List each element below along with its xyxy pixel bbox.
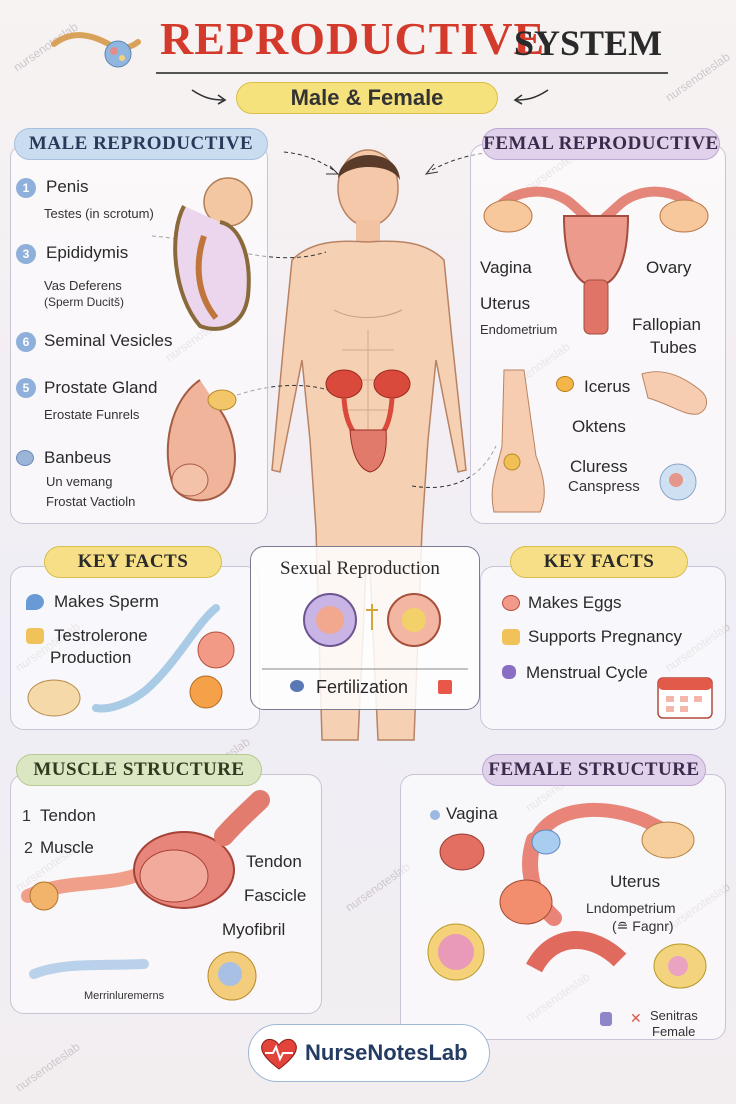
label-uterus: Uterus <box>480 294 531 313</box>
label-sperm-duct: (Sperm Ducitš) <box>44 295 125 309</box>
connector-arrow <box>151 235 327 259</box>
key-facts-male-header: KEY FACTS <box>44 546 222 578</box>
egg-cells-illustration <box>303 593 441 647</box>
label-tubes: Tubes <box>650 338 697 357</box>
label-epididymis: Epididymis <box>46 243 129 262</box>
muscle-caption: Merrinluremerns <box>84 990 165 1002</box>
title-decoration <box>51 32 141 68</box>
fertilization-label: Fertilization <box>316 677 409 697</box>
uterus-illustration <box>483 186 709 335</box>
page-subtitle: Male & Female <box>236 82 498 114</box>
sexual-reproduction-title: Sexual Reproduction <box>280 558 440 579</box>
label-muscle: Muscle <box>40 838 94 857</box>
pill-icon <box>502 665 516 679</box>
female-reproductive-header: FEMAL REPRODUCTIVE <box>482 128 720 160</box>
connector-arrow <box>283 151 340 175</box>
dot-icon <box>430 810 440 820</box>
arrow-icon <box>513 89 549 105</box>
key-facts-female-header: KEY FACTS <box>510 546 688 578</box>
number-2: 2 <box>24 840 33 857</box>
label-canspress: Canspress <box>568 478 640 495</box>
label-myofibril: Myofibril <box>222 920 286 939</box>
sperm-icon <box>26 594 44 610</box>
female-structure-illustration <box>427 802 707 989</box>
label-senitras: Senitras <box>650 1008 698 1023</box>
male-reproductive-header: MALE REPRODUCTIVE <box>14 128 268 160</box>
label-seminal-vesicles: Seminal Vesicles <box>44 331 173 350</box>
step-number: 5 <box>16 378 36 398</box>
step-number: 3 <box>16 244 36 264</box>
label-endometrium: Lndompetrium <box>586 900 676 916</box>
hand-illustration <box>641 371 707 415</box>
brand-logo: NurseNotesLab <box>248 1024 490 1082</box>
fact-makes-eggs: Makes Eggs <box>528 593 622 612</box>
heart-icon <box>261 1038 297 1070</box>
label-cluress: Cluress <box>570 457 628 476</box>
sperm-duct-illustration <box>27 604 235 717</box>
arrow-icon <box>191 89 227 105</box>
label-penis: Penis <box>46 177 89 196</box>
label-vagina: Vagina <box>480 258 532 277</box>
label-banbeus-sub2: Frostat Vactioln <box>46 494 136 509</box>
close-icon: ✕ <box>630 1010 642 1026</box>
page-title-rest: SYSTEM <box>514 23 663 63</box>
label-female: Female <box>652 1024 696 1039</box>
number-1: 1 <box>22 808 31 825</box>
sun-icon <box>556 376 574 392</box>
brand-logo-text: NurseNotesLab <box>305 1040 468 1065</box>
book-icon <box>438 680 452 694</box>
label-prostate-gland: Prostate Gland <box>44 378 158 397</box>
title-rule <box>156 72 668 74</box>
label-tendon-1: Tendon <box>40 806 96 825</box>
label-ovary: Ovary <box>646 258 692 277</box>
watermark: nursenoteslab <box>662 49 733 105</box>
leg-illustration <box>491 369 545 513</box>
connector-arrow <box>424 151 497 175</box>
label-testes: Testes (in scrotum) <box>44 206 154 221</box>
sperm-icon <box>290 680 304 692</box>
hormone-icon <box>502 629 520 645</box>
calendar-icon <box>657 677 713 719</box>
connector-arrow <box>411 445 497 488</box>
step-number: 6 <box>16 332 36 352</box>
fact-menstrual-cycle: Menstrual Cycle <box>526 663 648 682</box>
label-banbeus: Banbeus <box>44 448 112 467</box>
label-prostate-funnels: Erostate Funrels <box>44 407 140 422</box>
fact-supports-pregnancy: Supports Pregnancy <box>528 627 683 646</box>
hormone-icon <box>26 628 44 644</box>
cell-icon <box>659 463 697 501</box>
fact-production: Production <box>50 648 132 667</box>
label-fallopian: Fallopian <box>632 315 701 334</box>
label-icerus: Icerus <box>584 377 631 396</box>
label-uterus: Uterus <box>610 872 661 891</box>
label-tendon-2: Tendon <box>246 852 302 871</box>
muscle-illustration <box>21 790 270 1001</box>
label-vagina: Vagina <box>446 804 498 823</box>
male-organ-illustration <box>173 177 253 331</box>
female-structure-header: FEMALE STRUCTURE <box>482 754 706 786</box>
page-title: REPRODUCTIVE <box>160 13 546 64</box>
watermark: nursenoteslab <box>12 1039 83 1095</box>
label-oktens: Oktens <box>572 417 626 436</box>
label-vas-deferens: Vas Deferens <box>44 278 122 293</box>
divider-line <box>262 668 468 670</box>
flask-icon <box>600 1012 612 1026</box>
label-banbeus-sub1: Un vemang <box>46 474 113 489</box>
muscle-structure-header: MUSCLE STRUCTURE <box>16 754 262 786</box>
gear-icon <box>16 450 34 466</box>
fact-testosterone: Testrolerone <box>54 626 148 645</box>
label-endometrium-sub: (≘ Fagnr) <box>612 918 674 934</box>
label-endometrium: Endometrium <box>480 322 558 337</box>
fact-makes-sperm: Makes Sperm <box>54 592 159 611</box>
label-fascicle: Fascicle <box>244 886 307 905</box>
step-number: 1 <box>16 178 36 198</box>
prostate-illustration <box>166 379 237 502</box>
connector-arrow <box>223 384 329 401</box>
egg-icon <box>502 595 520 611</box>
